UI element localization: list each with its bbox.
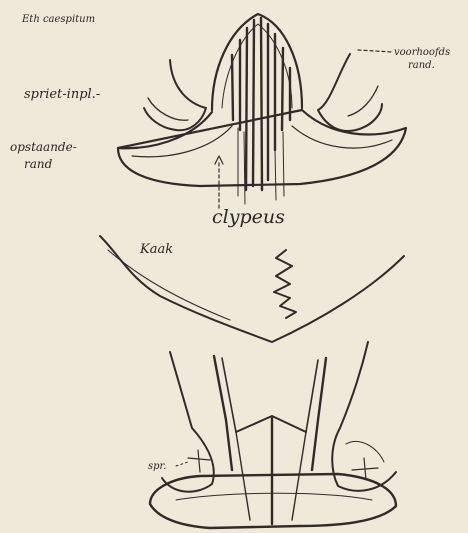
left-spiracle-pointer [176,462,188,466]
right-arm-rod [312,358,326,470]
left-arm-rod-b [222,358,236,432]
kaak-label: Kaak [140,243,173,256]
antenna-insertion-right [318,54,382,131]
right-lobe-inner [346,441,384,462]
spriet-inplanting-label: spriet-inpl.- [24,88,100,101]
left-spiracle [188,450,210,472]
antenna-socket-left [148,98,188,120]
antenna-socket-right [348,86,378,116]
mandible-inner [108,250,230,320]
species-label: Eth caespitum [22,15,95,25]
right-arm-rod-b [306,360,318,432]
opstaande-rand-label-line1: opstaande- [10,141,77,153]
clypeus-label: clypeus [212,208,285,227]
mandible-teeth [274,250,296,318]
head-figure [118,14,406,208]
opstaande-rand-label-line2: rand [24,158,52,170]
rim-inner-arc [176,493,372,500]
spiracle-label: spr. [148,462,166,472]
voorhoofd-rand-label-line2: rand. [408,61,435,71]
strut-right [292,432,306,520]
antenna-insertion-left [144,60,206,130]
voorhoofd-pointer [358,50,392,52]
left-arm-rod [214,356,232,470]
clypeus-stripes [232,18,290,190]
clypeus-dome [212,14,302,110]
left-lobe-outline [162,352,214,492]
lower-head-figure [150,342,396,528]
voorhoofd-rand-label-line1: voorhoofds [394,48,450,58]
